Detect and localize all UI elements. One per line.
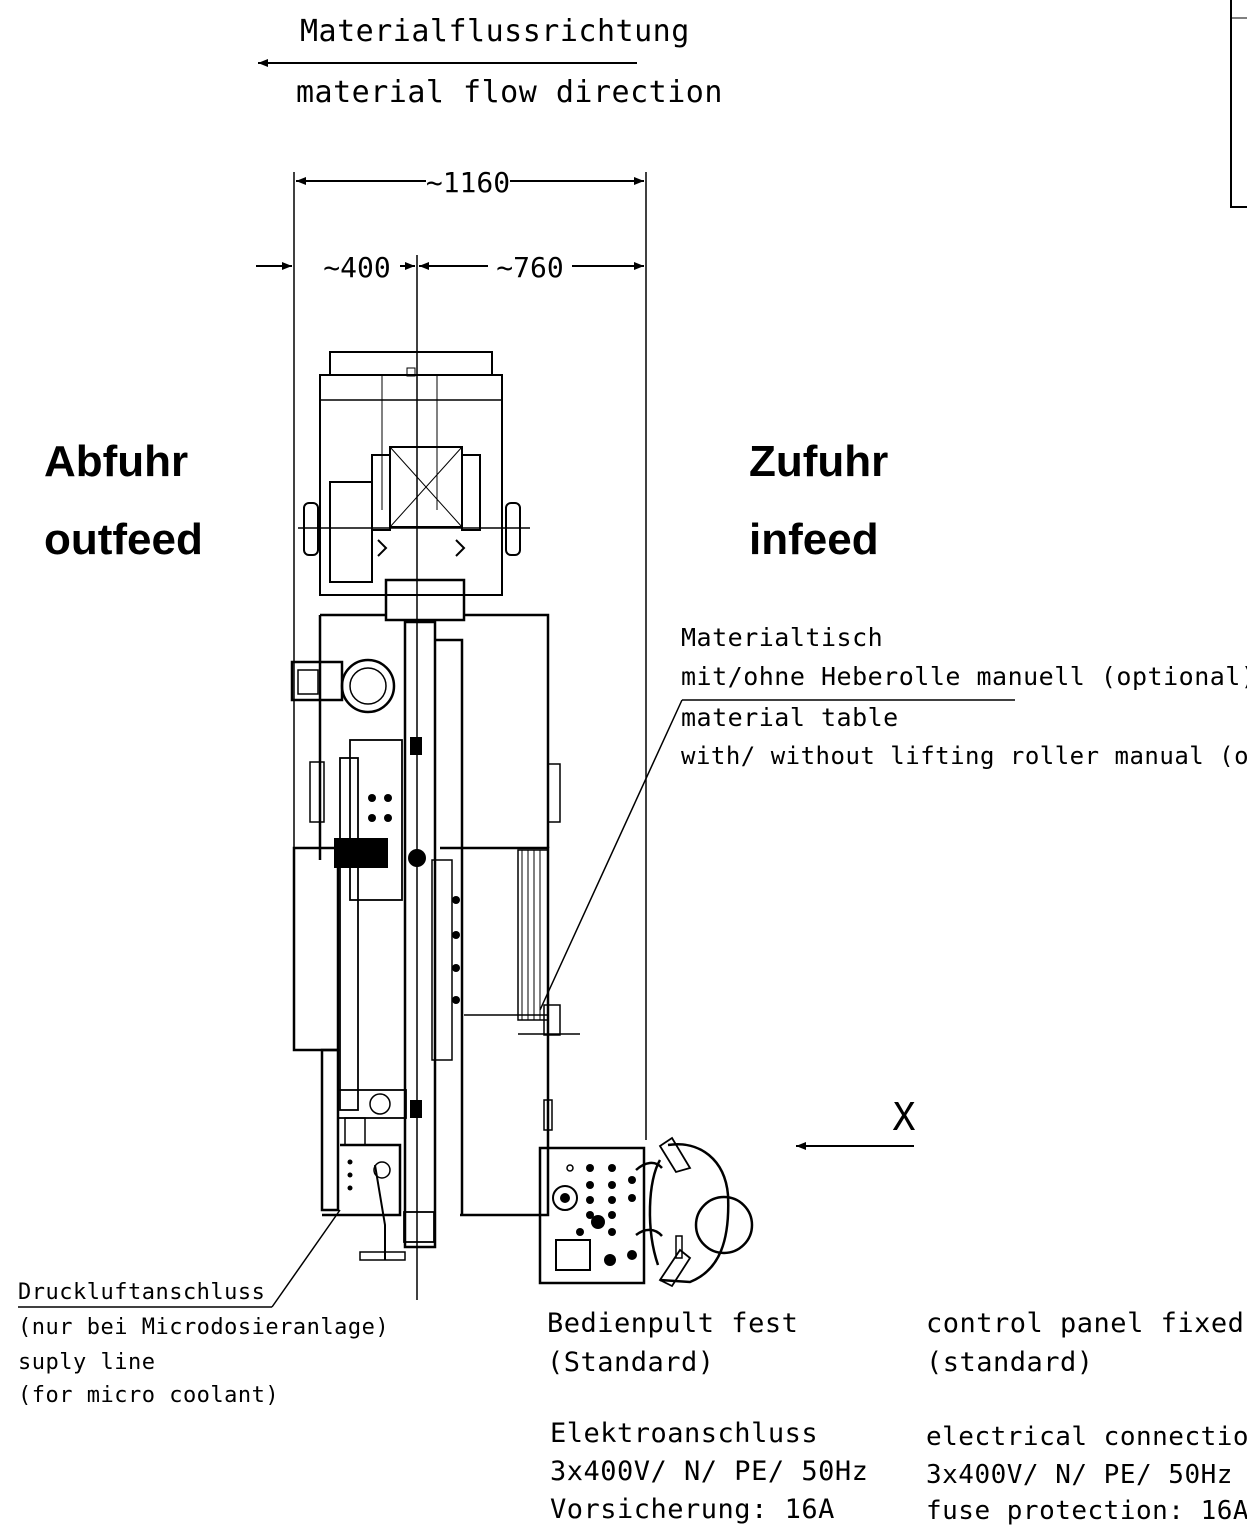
title-block-corner xyxy=(1230,0,1247,208)
outfeed-en-label: outfeed xyxy=(44,515,203,564)
infeed-de-label: Zufuhr xyxy=(749,437,889,486)
control-panel-de-line1: Bedienpult fest xyxy=(547,1308,799,1339)
material-table-line1: Materialtisch xyxy=(681,623,884,652)
infeed-en-label: infeed xyxy=(749,515,879,564)
compressed-air-line4: (for micro coolant) xyxy=(18,1383,280,1408)
view-x-label: X xyxy=(893,1095,916,1139)
material-table-outline xyxy=(298,351,530,596)
outfeed-de-label: Abfuhr xyxy=(44,437,189,486)
electrical-en-line2: 3x400V/ N/ PE/ 50Hz xyxy=(926,1460,1233,1490)
material-table-line4: with/ without lifting roller manual (opt… xyxy=(681,742,1247,770)
flow-direction-de: Materialflussrichtung xyxy=(300,14,690,49)
operator-figure xyxy=(635,1136,754,1288)
compressed-air-line2: (nur bei Microdosieranlage) xyxy=(18,1315,390,1340)
electrical-de-line3: Vorsicherung: 16A xyxy=(550,1494,835,1525)
compressed-air-line1: Druckluftanschluss xyxy=(18,1280,266,1305)
electrical-de-line1: Elektroanschluss xyxy=(550,1418,819,1449)
dimension-right: ~760 xyxy=(496,251,563,284)
control-panel-en-line1: control panel fixed xyxy=(926,1308,1245,1339)
leader-lines xyxy=(18,699,1015,1308)
electrical-de-line2: 3x400V/ N/ PE/ 50Hz xyxy=(550,1456,869,1487)
control-panel-buttons xyxy=(560,1164,637,1266)
electrical-en-line3: fuse protection: 16A xyxy=(926,1496,1247,1526)
dimension-overall: ~1160 xyxy=(426,166,510,199)
material-table-line3: material table xyxy=(681,703,899,732)
control-panel-en-line2: (standard) xyxy=(926,1347,1094,1378)
control-panel-outline xyxy=(538,1146,646,1285)
machine-body-details xyxy=(334,737,460,1191)
control-panel-de-line2: (Standard) xyxy=(547,1347,715,1378)
machine-body-outline xyxy=(290,578,580,1261)
dimension-lines xyxy=(256,172,647,1300)
dimension-left: ~400 xyxy=(323,251,390,284)
compressed-air-line3: suply line xyxy=(18,1350,156,1375)
flow-direction-en: material flow direction xyxy=(296,75,723,110)
material-table-line2: mit/ohne Heberolle manuell (optional) xyxy=(681,662,1247,691)
electrical-en-line1: electrical connection: xyxy=(926,1422,1247,1452)
